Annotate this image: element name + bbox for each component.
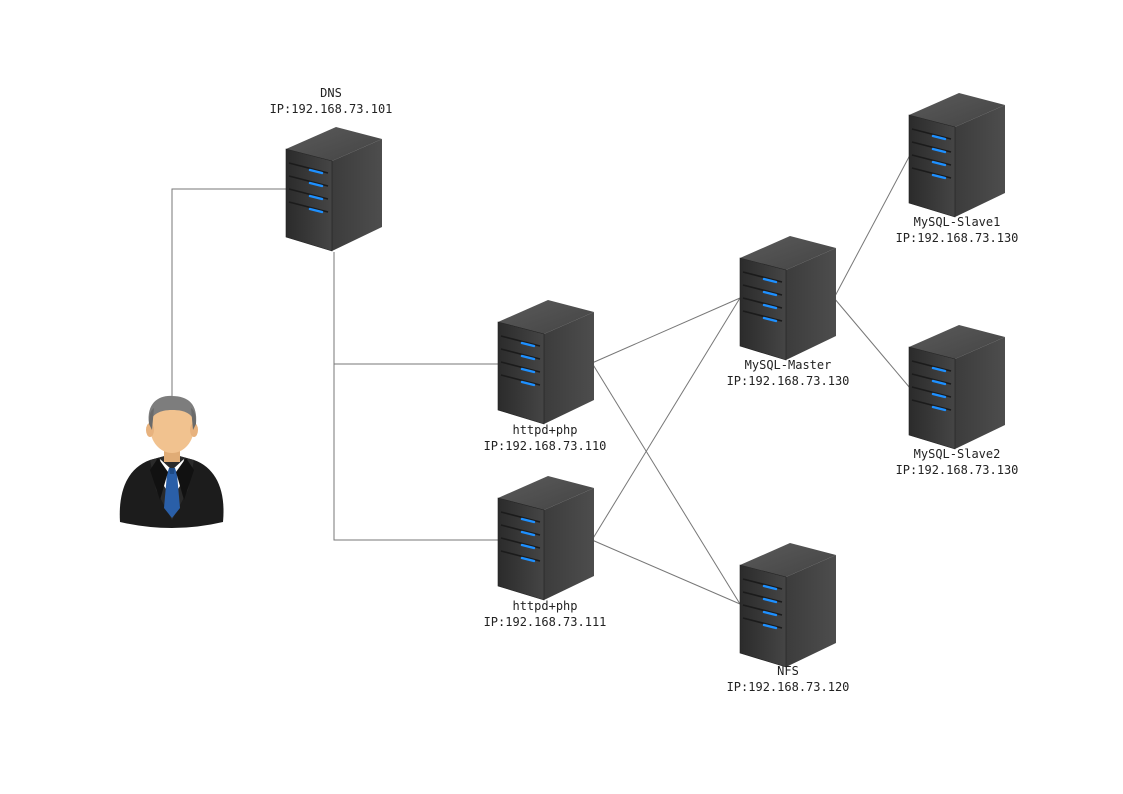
link-web1-nfs	[591, 362, 741, 605]
server-master-icon[interactable]	[738, 234, 838, 362]
label-nfs: NFS IP:192.168.73.120	[688, 663, 888, 695]
slave1-name: MySQL-Slave1	[913, 215, 1001, 229]
label-web1: httpd+php IP:192.168.73.110	[445, 422, 645, 454]
connection-lines	[171, 154, 911, 605]
web2-ip: IP:192.168.73.111	[483, 615, 607, 629]
link-master-slave2	[833, 297, 911, 389]
dns-name: DNS	[320, 86, 342, 100]
link-user-dns	[171, 188, 288, 398]
server-dns-icon[interactable]	[284, 125, 384, 253]
label-master: MySQL-Master IP:192.168.73.130	[688, 357, 888, 389]
slave2-name: MySQL-Slave2	[913, 447, 1001, 461]
label-slave1: MySQL-Slave1 IP:192.168.73.130	[857, 214, 1057, 246]
server-web1-icon[interactable]	[496, 298, 596, 426]
web1-ip: IP:192.168.73.110	[483, 439, 607, 453]
server-nfs-icon[interactable]	[738, 541, 838, 669]
server-slave1-icon[interactable]	[907, 91, 1007, 219]
link-master-slave1	[833, 154, 911, 299]
link-web1-master	[591, 297, 741, 364]
nfs-ip: IP:192.168.73.120	[726, 680, 850, 694]
link-dns-web2	[333, 364, 500, 541]
slave1-ip: IP:192.168.73.130	[895, 231, 1019, 245]
server-web2-icon[interactable]	[496, 474, 596, 602]
master-ip: IP:192.168.73.130	[726, 374, 850, 388]
dns-ip: IP:192.168.73.101	[269, 102, 393, 116]
label-dns: DNS IP:192.168.73.101	[231, 85, 431, 117]
master-name: MySQL-Master	[744, 358, 832, 372]
slave2-ip: IP:192.168.73.130	[895, 463, 1019, 477]
user-icon[interactable]	[119, 395, 224, 528]
web1-name: httpd+php	[512, 423, 578, 437]
link-web2-master	[591, 297, 741, 541]
link-web2-nfs	[591, 539, 741, 605]
server-slave2-icon[interactable]	[907, 323, 1007, 451]
link-dns-web1	[333, 252, 500, 365]
nfs-name: NFS	[777, 664, 799, 678]
label-web2: httpd+php IP:192.168.73.111	[445, 598, 645, 630]
web2-name: httpd+php	[512, 599, 578, 613]
label-slave2: MySQL-Slave2 IP:192.168.73.130	[857, 446, 1057, 478]
